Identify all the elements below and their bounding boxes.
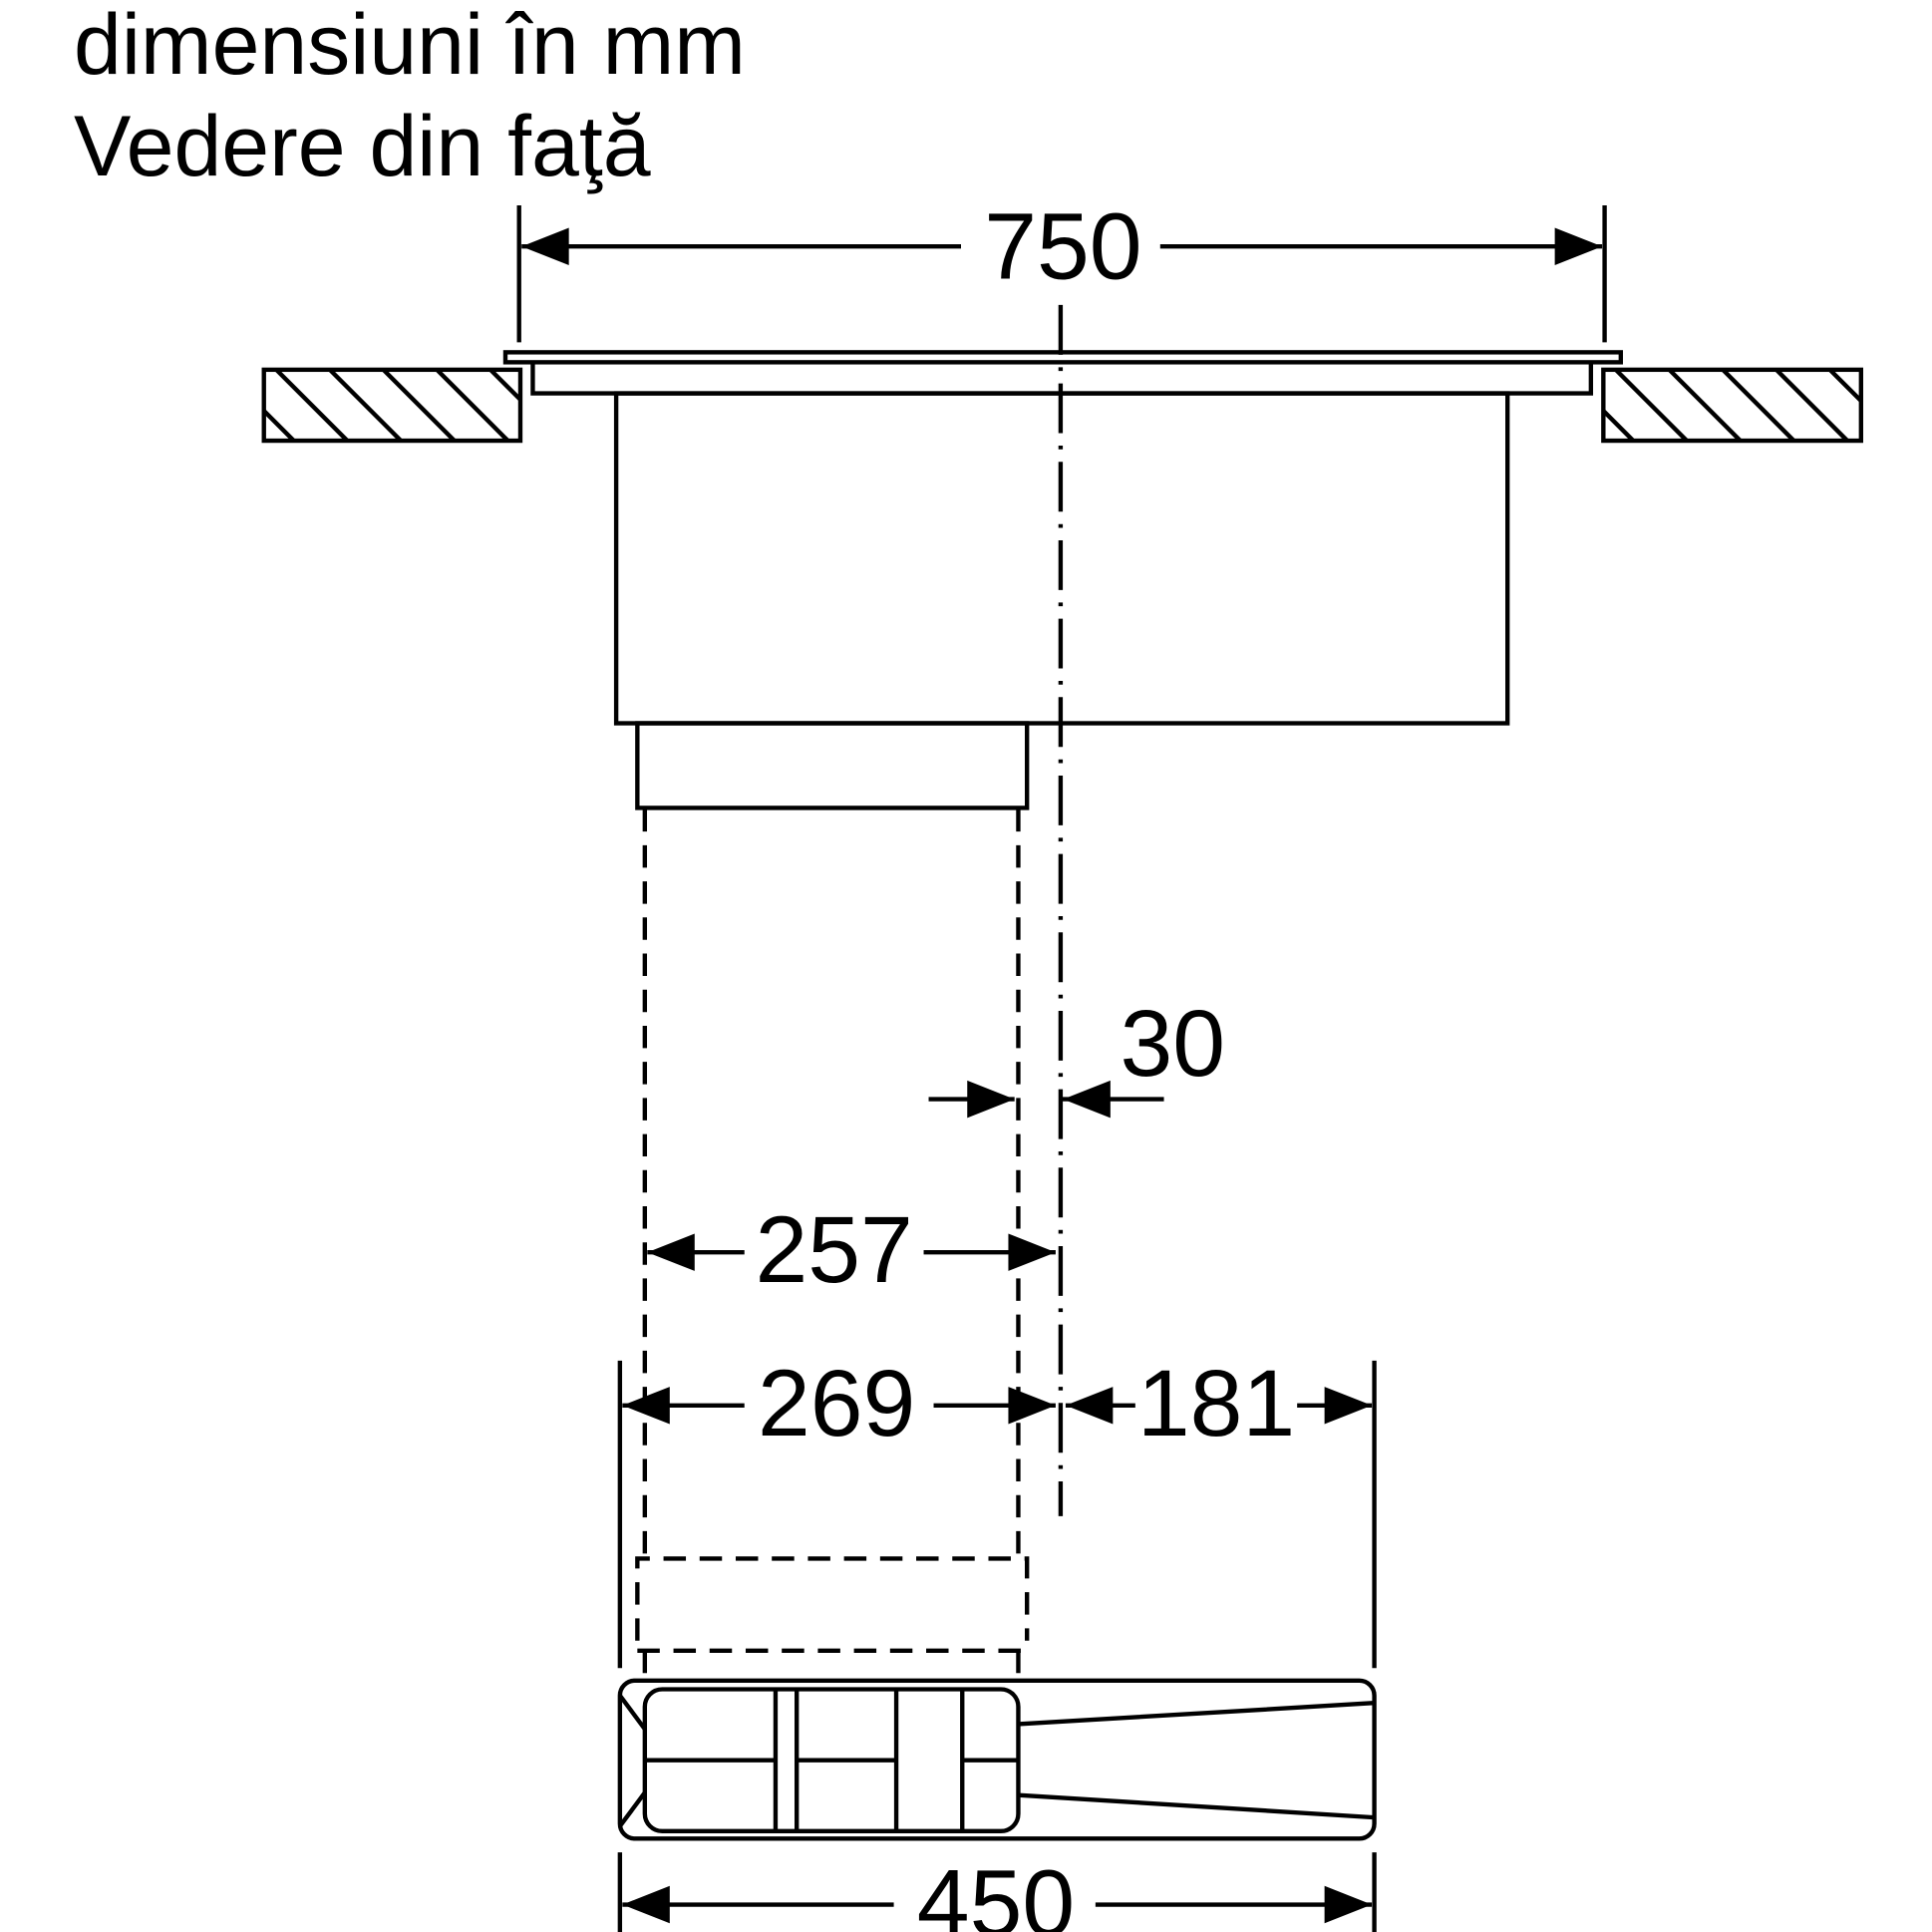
dim-30: 30 bbox=[928, 991, 1226, 1119]
base-unit bbox=[617, 1678, 1377, 1841]
dim-450: 450 bbox=[622, 1851, 1373, 1932]
dim-750-label: 750 bbox=[984, 194, 1141, 300]
dim-450-label: 450 bbox=[917, 1851, 1075, 1932]
dim-257-label: 257 bbox=[755, 1197, 912, 1303]
worktop-left bbox=[261, 367, 523, 444]
view-label: Vedere din faţă bbox=[74, 99, 651, 194]
dim-257: 257 bbox=[647, 1197, 1056, 1303]
dim-269: 269 bbox=[622, 1351, 1056, 1456]
dim-30-label: 30 bbox=[1121, 991, 1226, 1097]
worktop-right bbox=[1601, 367, 1864, 444]
dim-181: 181 bbox=[1065, 1351, 1373, 1456]
units-label: dimensiuni în mm bbox=[74, 0, 746, 93]
dim-181-label: 181 bbox=[1137, 1351, 1295, 1456]
duct-hidden-lines bbox=[635, 808, 1030, 1681]
hob-body bbox=[502, 350, 1624, 810]
dim-750: 750 bbox=[521, 194, 1603, 300]
dim-269-label: 269 bbox=[758, 1351, 915, 1456]
